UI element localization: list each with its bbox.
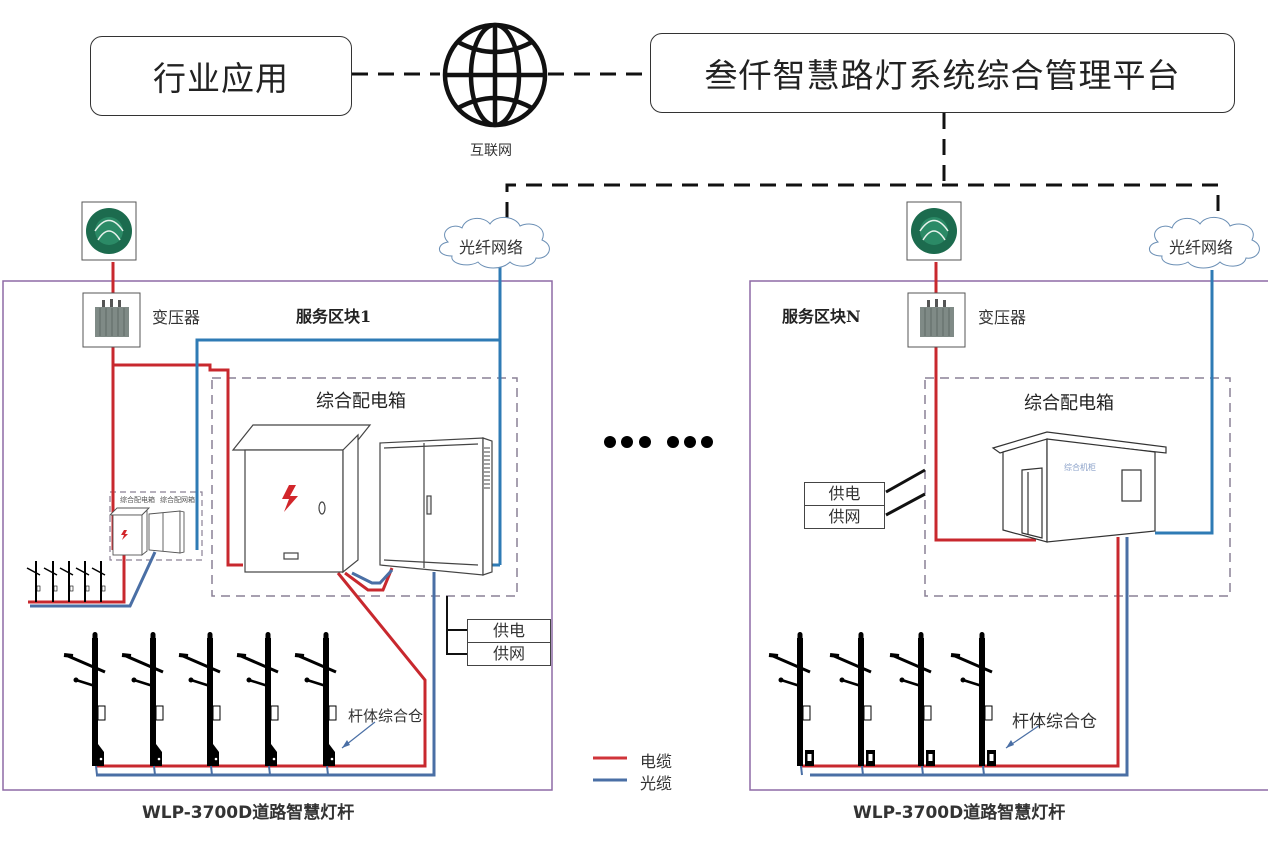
streetlight-pole [236,632,279,776]
blockn-title: 服务区块N [782,307,861,326]
internet-label: 互联网 [470,143,512,159]
block1-small-cabinet-label-2: 综合配网箱 [160,496,195,504]
block1-fiber-network-label: 光纤网络 [459,238,524,257]
blockn-cabinet-group-box [924,377,1231,597]
block1-transformer-label: 变压器 [152,308,201,327]
blockn-integrated-cabinet-house [991,431,1167,543]
blockn-supply-table: 供电 供网 [804,482,885,529]
block1-small-cabinet-box [109,491,203,561]
blockn-supply-network: 供网 [805,505,884,528]
blockn-streetlight-poles [768,632,996,776]
block1-power-cables [28,262,427,768]
blockn-house-label: 综合机柜 [1064,463,1096,472]
streetlight-pole [63,632,106,776]
legend-power-label: 电缆 [640,752,673,771]
block1-supply-power: 供电 [492,621,525,640]
internet-dashed-links [352,72,1220,225]
block1-arrowhead [342,740,350,748]
block1-footer: WLP-3700D道路智慧灯杆 [142,803,355,823]
block1-supply-connectors [446,596,467,655]
block1-transformer-icon [82,292,141,348]
block1-state-grid-logo [81,201,137,261]
blockn-pole-compartment-label: 杆体综合仓 [1012,712,1097,732]
block1-supply-network: 供网 [468,642,550,665]
industry-app-box[interactable]: 行业应用 [90,36,352,116]
streetlight-pole [950,632,996,776]
streetlight-pole [889,632,935,776]
blockn-fiber-network-label: 光纤网络 [1169,238,1234,257]
mini-streetlight-pole [59,561,74,602]
block1-fiber-cables [30,258,502,777]
blockn-supply-power: 供电 [828,484,861,503]
service-block-n-border [749,280,1268,791]
streetlight-pole [768,632,814,776]
block1-vent-icon [484,447,490,489]
platform-title: 叁仟智慧路灯系统综合管理平台 [704,56,1181,95]
blockn-arrowhead [1006,740,1014,748]
block1-cabinet-group-box [211,377,518,597]
platform-box[interactable]: 叁仟智慧路灯系统综合管理平台 [650,33,1235,113]
blockn-cabinet-group-label: 综合配电箱 [1024,393,1114,414]
block1-streetlight-poles [63,632,337,776]
blockn-fiber-cables [810,270,1214,777]
blockn-cloud-icon [1149,217,1260,269]
block1-power-distribution-cabinet [231,424,372,574]
streetlight-pole [829,632,875,776]
mini-streetlight-pole [91,561,106,602]
blockn-footer: WLP-3700D道路智慧灯杆 [853,803,1066,823]
blockn-state-grid-logo [906,201,962,261]
industry-app-label: 行业应用 [153,59,289,98]
ellipsis-dots [604,436,713,448]
block1-small-cabinets [108,507,185,556]
globe-icon [442,22,548,128]
block1-mini-poles [26,561,106,602]
block1-cloud-icon [439,217,550,269]
block1-cabinet-group-label: 综合配电箱 [316,391,406,412]
blockn-transformer-icon [907,292,966,348]
service-block-1-border [2,280,553,791]
streetlight-pole [294,632,337,776]
mini-streetlight-pole [43,561,58,602]
link-fiber-bus [505,183,1220,225]
block1-supply-table: 供电 供网 [467,619,551,666]
block1-title: 服务区块1 [296,307,372,326]
blockn-transformer-label: 变压器 [978,308,1027,327]
block1-network-cabinet [379,437,493,576]
block1-pole-compartment-label: 杆体综合仓 [348,707,424,725]
legend-fiber-label: 光缆 [640,774,673,793]
lightning-icon [282,485,298,512]
mini-streetlight-pole [75,561,90,602]
blockn-supply-connectors [885,468,926,517]
block1-small-cabinet-label-1: 综合配电箱 [120,496,155,504]
mini-streetlight-pole [26,561,41,602]
streetlight-pole [178,632,221,776]
streetlight-pole [121,632,164,776]
